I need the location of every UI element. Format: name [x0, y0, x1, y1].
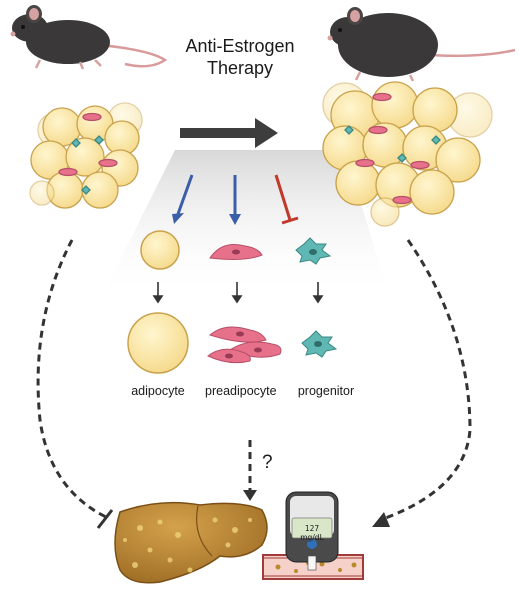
therapy-title: Anti-Estrogen Therapy	[150, 35, 330, 79]
label-adipocyte: adipocyte	[131, 384, 185, 398]
glucose-dashed-arrow	[379, 239, 472, 522]
title-line-1: Anti-Estrogen	[185, 36, 295, 56]
label-preadipocyte: preadipocyte	[205, 384, 277, 398]
large-preadipocytes	[207, 326, 282, 364]
small-preadipocyte	[209, 244, 263, 260]
adipose-tissue-small	[29, 102, 143, 209]
mouse-left-icon	[10, 5, 168, 70]
regulation-arrows	[172, 174, 299, 225]
inhibit-liver-dashed-arrow	[36, 239, 109, 520]
differentiation-arrows	[152, 282, 324, 304]
unknown-link-question-mark: ?	[262, 452, 273, 473]
small-progenitor	[295, 237, 332, 265]
glucometer-icon	[285, 491, 339, 571]
label-progenitor: progenitor	[297, 384, 355, 398]
progression-arrow	[180, 118, 278, 148]
adipose-tissue-large	[322, 81, 493, 227]
glucose-unit: mg/dL	[300, 533, 324, 542]
liver-icon	[114, 501, 268, 584]
glucose-value: 127	[304, 524, 320, 533]
glucometer-reading: 127 mg/dL	[293, 524, 331, 542]
mouse-right-icon	[327, 7, 516, 82]
large-progenitor	[301, 330, 338, 358]
small-adipocyte	[140, 230, 180, 270]
title-line-2: Therapy	[206, 58, 274, 78]
large-adipocyte	[127, 312, 189, 374]
